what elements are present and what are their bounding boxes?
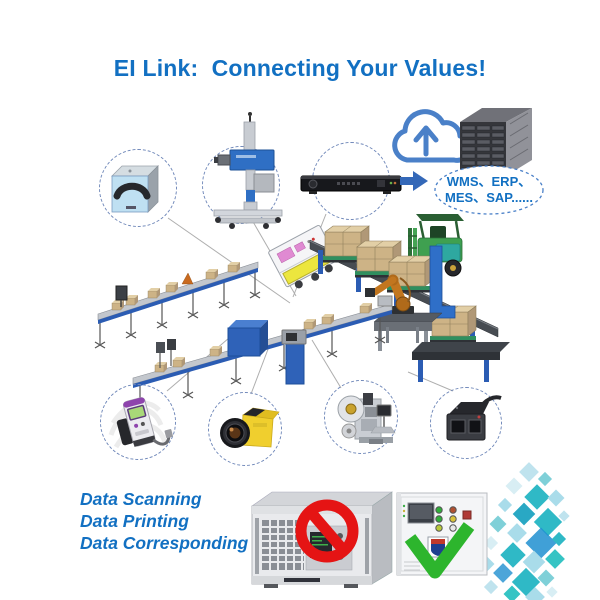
systems-label: WMS、ERP、 MES、SAP......	[434, 174, 544, 206]
callout-handheld-printer	[100, 384, 176, 460]
output-platform	[412, 342, 510, 382]
callout-vision-camera	[208, 392, 282, 466]
fixed-barcode-scanner-icon	[446, 395, 502, 441]
footer-line-printing: Data Printing	[80, 511, 189, 531]
right-arrow-icon	[400, 171, 428, 191]
footer-line-corresponding: Data Corresponding	[80, 533, 249, 553]
forklift-illustration	[397, 214, 464, 283]
systems-label-line1: WMS、ERP、	[446, 174, 532, 189]
callout-label-applicator	[324, 380, 398, 454]
mosaic-pattern	[477, 462, 570, 600]
footer-text-block: Data Scanning Data Printing Data Corresp…	[80, 488, 248, 554]
checkmark-icon	[404, 522, 475, 579]
conveyor-c-boxes	[154, 303, 372, 373]
tilted-case-machine	[268, 224, 338, 289]
handheld-printer-icon	[108, 397, 173, 449]
conveyor-a	[97, 261, 259, 324]
robot-arm-illustration	[365, 274, 443, 351]
callout-fixed-scanner	[430, 387, 502, 459]
blue-machine	[227, 320, 268, 357]
inline-part	[181, 272, 194, 285]
callout-laser-marker	[202, 146, 280, 224]
page-title: EI Link: Connecting Your Values!	[113, 55, 487, 81]
cloud-upload-icon	[392, 109, 472, 163]
systems-ellipse	[434, 165, 544, 215]
control-cabinet-icon	[396, 492, 488, 576]
industrial-pc-icon	[251, 491, 393, 588]
systems-label-line2: MES、SAP......	[445, 190, 533, 205]
conveyor-a-boxes	[111, 262, 240, 311]
tto-printer-icon	[111, 165, 159, 213]
inline-scanner-pair	[156, 339, 176, 368]
rack-server-icon	[300, 175, 402, 194]
end-device	[377, 295, 393, 307]
pallet-box-stacks	[323, 225, 477, 343]
vision-camera-icon	[220, 407, 280, 448]
footer-line-scanning: Data Scanning	[80, 489, 202, 509]
inline-printer-device	[115, 285, 128, 301]
callout-tto-printer	[99, 149, 177, 227]
production-line-illustration	[94, 214, 510, 413]
blue-kiosk	[281, 329, 307, 385]
conveyor-a-legs	[94, 272, 261, 349]
label-applicator-icon	[337, 393, 396, 444]
prohibition-icon	[295, 499, 359, 563]
laser-marking-machine-icon	[213, 112, 283, 229]
